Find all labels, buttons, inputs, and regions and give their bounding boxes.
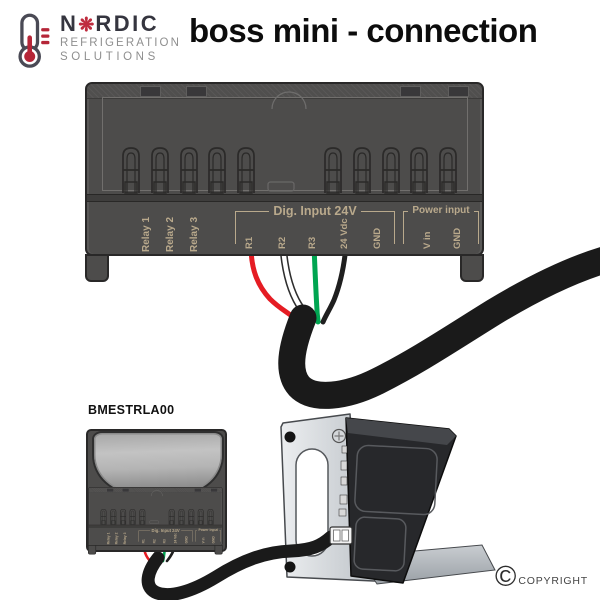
wire-24vdc [320, 243, 349, 325]
terminal-r3-label: R3 [307, 236, 318, 249]
device-foot [460, 254, 484, 282]
relay3-label: Relay 3 [189, 216, 200, 252]
terminal-r1-label: R1 [244, 236, 255, 249]
device-top-edge [87, 84, 482, 99]
terminal-r2-label: R2 [152, 539, 157, 544]
thermometer-icon [18, 13, 50, 68]
terminal-r2-label: R2 [277, 236, 288, 249]
controller-terminal-module: Relay 1 Relay 2 Relay 3 Dig. Input 24V R… [85, 82, 484, 282]
relay2-label: Relay 2 [165, 216, 176, 252]
dig-input-group: Dig. Input 24V [138, 528, 193, 542]
device-tab [448, 86, 469, 97]
terminal-gnd-label: GND [372, 227, 383, 249]
dig-input-group: Dig. Input 24V [235, 203, 395, 245]
brand-name: N❋RDIC [60, 11, 160, 37]
power-input-label: Power input [412, 205, 470, 216]
terminal-r3-label: R3 [162, 539, 167, 544]
device-tab [140, 86, 161, 97]
copyright-notice: © COPYRIGHT [495, 561, 588, 593]
mounted-device-edge-marks [338, 445, 348, 517]
device-foot [214, 545, 223, 555]
device-tab [400, 86, 421, 97]
snowflake-icon: ❋ [78, 15, 96, 36]
device-tab [210, 488, 218, 493]
copyright-icon: © [495, 561, 517, 593]
terminal-r1-label: R1 [141, 539, 146, 544]
terminal-power-gnd-label: GND [452, 227, 463, 249]
device-divider [87, 194, 482, 202]
cable-connector [329, 526, 353, 545]
device-tab [122, 488, 130, 493]
bracket-screw-silver [331, 428, 347, 444]
mounted-device-panel-upper [354, 444, 438, 516]
power-input-group: Power input [195, 528, 221, 542]
wire-r3 [311, 243, 321, 325]
boss-mini-terminal-section: Relay 1 Relay 2 Relay 3 Dig. Input 24V R… [88, 487, 223, 555]
bracket-screw-top [284, 431, 296, 443]
controller-terminal-module-small: Relay 1 Relay 2 Relay 3 Dig. Input 24V R… [88, 487, 223, 555]
relay1-label: Relay 1 [141, 216, 152, 252]
device-foot [88, 545, 97, 555]
terminal-vin-label: V in [201, 537, 206, 544]
terminal-24vdc-label: 24 Vdc [173, 533, 178, 544]
device-top-edge [88, 487, 222, 493]
relay1-label: Relay 1 [106, 532, 111, 545]
device-tab [186, 86, 207, 97]
mounted-device-panel-lower [353, 516, 407, 572]
boss-mini-cover-dome [92, 431, 224, 495]
brand-tagline-2: SOLUTIONS [60, 50, 159, 63]
terminal-24vdc-label: 24 Vdc [339, 218, 350, 249]
main-cable [278, 247, 600, 409]
nordic-logo: N❋RDIC REFRIGERATION SOLUTIONS [10, 10, 185, 70]
power-input-group: Power input [403, 203, 480, 244]
model-number-label: BMESTRLA00 [88, 403, 175, 417]
mounted-device-top-face [346, 418, 456, 445]
mounted-device-body [345, 417, 457, 584]
terminal-gnd-label: GND [184, 536, 189, 544]
page-title: boss mini - connection [189, 12, 538, 49]
small-cable [141, 530, 338, 600]
terminal-clamps [122, 91, 457, 194]
terminal-power-gnd-label: GND [211, 536, 216, 544]
device-tab [106, 488, 114, 493]
terminal-clamps [100, 490, 214, 525]
device-tab [194, 488, 202, 493]
copyright-text: COPYRIGHT [518, 575, 588, 587]
bracket-slot-cutout [295, 448, 329, 557]
brand-tagline-1: REFRIGERATION [60, 37, 182, 49]
relay2-label: Relay 2 [115, 532, 119, 545]
terminal-vin-label: V in [422, 231, 433, 249]
relay3-label: Relay 3 [123, 532, 127, 545]
bracket-screw-bottom [284, 561, 296, 573]
dig-input-label: Dig. Input 24V [273, 203, 357, 218]
device-divider [88, 524, 222, 528]
device-foot [85, 254, 109, 282]
